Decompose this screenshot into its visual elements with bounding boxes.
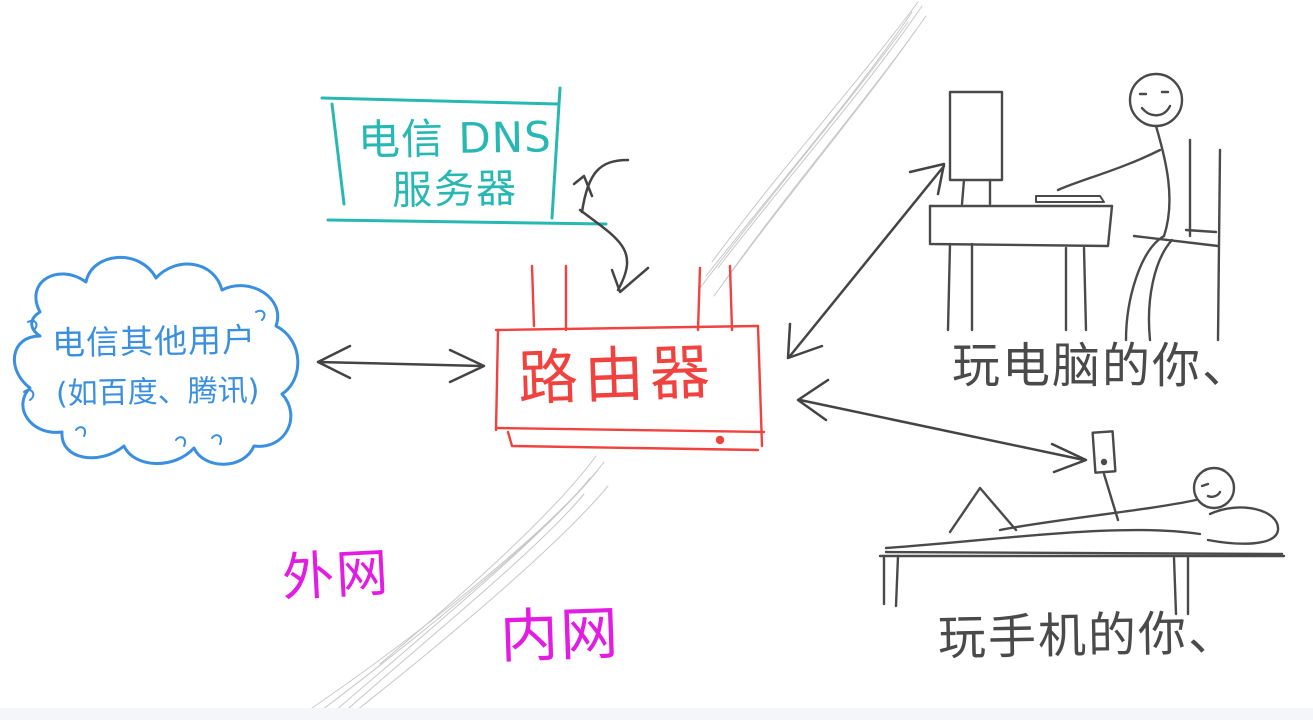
- isp-cloud-curls: [23, 309, 266, 447]
- arrows: [316, 158, 1088, 474]
- router-device: [494, 264, 766, 452]
- isp-users-label: 电信其他用户: [51, 320, 257, 363]
- phone-user-label: 玩手机的你、: [937, 605, 1239, 667]
- phone-user-figure: [878, 430, 1286, 616]
- isp-cloud: [13, 255, 300, 466]
- isp-users-sublabel: (如百度、腾讯): [55, 373, 260, 412]
- dns-server-label: 电信 DNS: [357, 112, 553, 165]
- bottom-strip: [0, 708, 1313, 720]
- network-boundary-top: [699, 1, 927, 297]
- pc-user-label: 玩电脑的你、: [952, 338, 1253, 394]
- external-network-label: 外网: [280, 543, 392, 609]
- internal-network-label: 内网: [498, 598, 622, 672]
- network-boundary-bottom: [311, 455, 609, 717]
- dns-server-box: [320, 86, 608, 226]
- router-label: 路由器: [516, 337, 718, 415]
- dns-server-sublabel: 服务器: [391, 165, 519, 215]
- pc-user-figure: [928, 72, 1222, 342]
